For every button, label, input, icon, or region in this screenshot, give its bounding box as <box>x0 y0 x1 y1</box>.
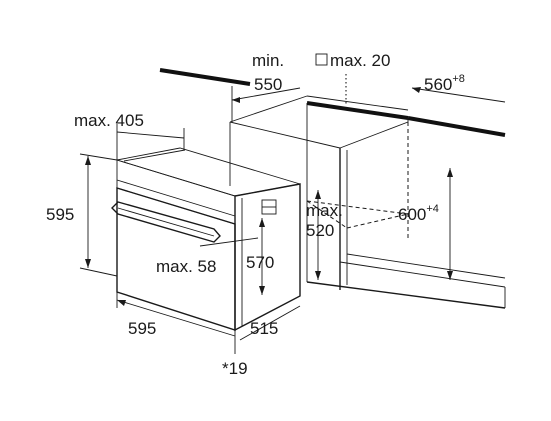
niche-width-value: 560+8 <box>424 73 465 94</box>
niche-hidden-bottom-right <box>346 213 409 229</box>
oven-top-inner-line <box>123 149 186 162</box>
oven-control-panel <box>116 159 236 225</box>
height-570-arrow-bottom <box>259 286 265 295</box>
front-405-line <box>116 131 185 139</box>
depth-515-line <box>239 305 301 341</box>
dimension-lines <box>79 86 506 354</box>
cabinet-niche <box>159 53 506 309</box>
worktop-edge-left <box>159 68 251 86</box>
height-520-arrow-bottom <box>315 271 321 280</box>
niche-top-back-line <box>306 95 409 111</box>
height-600-arrow-bottom <box>447 271 453 280</box>
height-595-arrow-top <box>85 156 91 165</box>
front-max-label: max. 405 <box>74 111 144 130</box>
niche-height-value: 600+4 <box>398 203 439 224</box>
width-560-line <box>411 87 506 103</box>
door-handle-icon <box>111 201 221 243</box>
height-595-ext-top <box>79 153 118 161</box>
niche-depth-min-label: min. <box>252 51 284 70</box>
body-depth-value: 515 <box>250 319 278 338</box>
note-label: *19 <box>222 359 248 378</box>
niche-top-front-edge <box>306 101 409 120</box>
niche-hidden-bottom-left <box>306 200 348 229</box>
niche-inner-max-label: max. <box>306 201 343 220</box>
niche-floor-shelf <box>346 253 506 279</box>
oven-side-panel <box>234 183 301 332</box>
vent-max-label: max. 20 <box>330 51 390 70</box>
front-height-value: 595 <box>46 205 74 224</box>
front-width-value: 595 <box>128 319 156 338</box>
niche-hidden-bottom-back <box>306 200 409 215</box>
vent-square-icon <box>315 53 328 66</box>
depth-550-line <box>231 87 301 101</box>
door-handle-line <box>117 207 215 237</box>
worktop-edge-right <box>407 116 506 137</box>
niche-inner-max-value: 520 <box>306 221 334 240</box>
height-595-arrow-bottom <box>85 259 91 268</box>
niche-floor-front <box>306 281 506 309</box>
depth-550-arrow <box>232 97 240 103</box>
niche-top-left-edge <box>229 95 308 123</box>
oven <box>111 147 301 332</box>
body-height-value: 570 <box>246 253 274 272</box>
oven-panel-lower-line <box>116 179 236 217</box>
door-max-label: max. 58 <box>156 257 216 276</box>
niche-top-front-line <box>229 121 341 149</box>
height-520-arrow-top <box>315 190 321 199</box>
dimension-labels: min. 550 max. 20 560+8 max. 405 595 600+… <box>46 51 465 378</box>
niche-depth-min-value: 550 <box>254 75 282 94</box>
niche-top-right-edge <box>339 121 409 149</box>
height-595-ext-bottom <box>79 267 118 277</box>
height-600-arrow-top <box>447 168 453 177</box>
width-595-arrow <box>117 300 126 306</box>
width-595-line <box>116 299 236 337</box>
height-570-arrow-top <box>259 218 265 227</box>
niche-floor-back <box>339 261 506 288</box>
width-560-arrow <box>412 87 421 93</box>
door-58-line <box>199 237 259 247</box>
